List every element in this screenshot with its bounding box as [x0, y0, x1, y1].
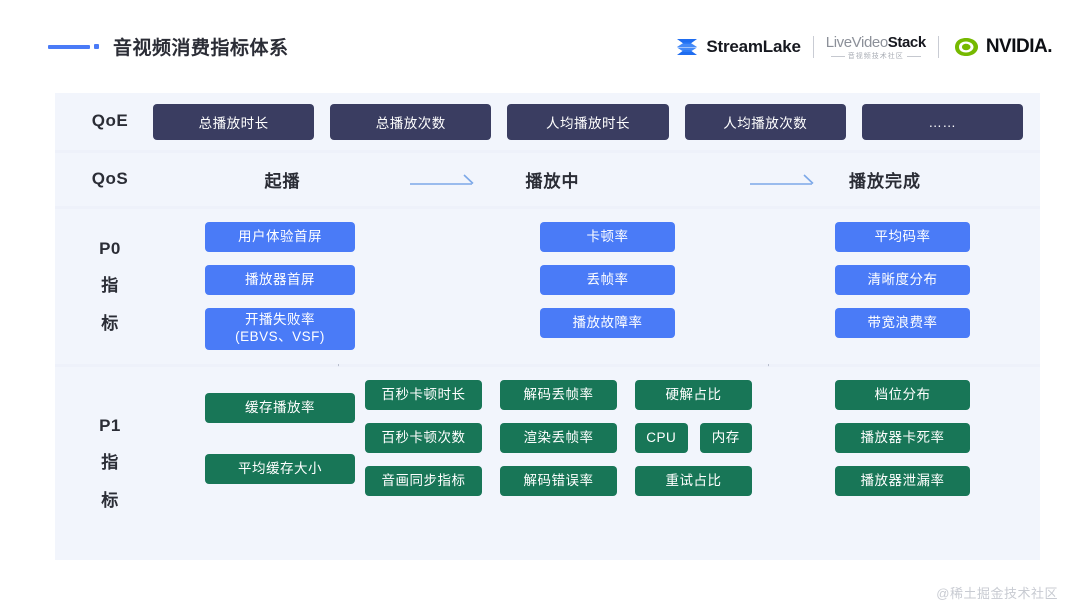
page-header: 音视频消费指标体系 StreamLake LiveVideoStack 音视频技…	[0, 0, 1080, 88]
stage-arrow-icon	[750, 174, 814, 185]
p0-metric-box[interactable]: 用户体验首屏	[205, 222, 355, 252]
qoe-row: QoE 总播放时长 总播放次数 人均播放时长 人均播放次数 ……	[55, 93, 1040, 150]
nvidia-wordmark: NVIDIA.	[985, 36, 1053, 57]
p1-metric-box[interactable]: 播放器卡死率	[835, 423, 970, 453]
p1-metric-box[interactable]: 硬解占比	[635, 380, 752, 410]
p0-column-complete: 平均码率 清晰度分布 带宽浪费率	[835, 222, 970, 338]
lvs-l-mark: L	[825, 33, 834, 51]
livevideostack-subtitle-row: 音视频技术社区	[830, 52, 921, 60]
p1-column-start: 缓存播放率 平均缓存大小	[205, 393, 355, 484]
qos-row-label: QoS	[91, 169, 129, 189]
p1-metric-box[interactable]: 解码错误率	[500, 466, 617, 496]
qoe-metric-box-more[interactable]: ……	[861, 104, 1024, 140]
p0-row: P0 指 标 用户体验首屏 播放器首屏 开播失败率 (EBVS、VSF) 卡顿率…	[55, 209, 1040, 364]
p1-metric-box[interactable]: 百秒卡顿次数	[365, 423, 482, 453]
accent-bar	[48, 44, 90, 49]
qoe-metric-box[interactable]: 人均播放时长	[507, 104, 669, 140]
stage-arrow-icon	[410, 174, 474, 185]
p1-metric-box[interactable]: 重试占比	[635, 466, 752, 496]
qoe-row-label: QoE	[91, 111, 129, 131]
p0-column-start: 用户体验首屏 播放器首屏 开播失败率 (EBVS、VSF)	[205, 222, 355, 350]
p1-metric-box[interactable]: 解码丢帧率	[500, 380, 617, 410]
page-title: 音视频消费指标体系	[113, 38, 289, 59]
qoe-metric-box[interactable]: 总播放时长	[153, 104, 315, 140]
p1-label-line: 指	[101, 453, 119, 473]
p0-metric-box[interactable]: 播放器首屏	[205, 265, 355, 295]
accent-dot	[94, 44, 99, 49]
livevideostack-logo: LiveVideoStack 音视频技术社区	[826, 35, 926, 60]
p1-metric-box[interactable]: 档位分布	[835, 380, 970, 410]
p0-label-line: 标	[101, 313, 119, 333]
metrics-panel: QoE 总播放时长 总播放次数 人均播放时长 人均播放次数 …… QoS 起播 …	[55, 93, 1040, 560]
p0-row-label: P0 指 标	[55, 209, 165, 364]
p0-metric-box[interactable]: 清晰度分布	[835, 265, 970, 295]
p1-metric-box-memory[interactable]: 内存	[699, 423, 752, 453]
p1-metric-box[interactable]: 百秒卡顿时长	[365, 380, 482, 410]
p1-label-line: P1	[99, 415, 121, 435]
logo-group: StreamLake LiveVideoStack 音视频技术社区 NVIDIA…	[674, 30, 1053, 64]
logo-divider-1	[812, 36, 814, 58]
p1-metric-box[interactable]: 音画同步指标	[365, 466, 482, 496]
qos-row: QoS 起播 播放中 播放完成	[55, 153, 1040, 206]
p1-column-complete: 档位分布 播放器卡死率 播放器泄漏率	[835, 380, 970, 496]
qos-stage-complete: 播放完成	[849, 172, 921, 191]
p1-row: P1 指 标 缓存播放率 平均缓存大小 百秒卡顿时长 百秒卡顿次数 音画同步指标…	[55, 367, 1040, 560]
qoe-metric-box[interactable]: 总播放次数	[330, 104, 492, 140]
p1-metric-box[interactable]: 平均缓存大小	[205, 454, 355, 484]
lvs-bold-text: Stack	[887, 33, 926, 51]
nvidia-eye-icon	[954, 38, 978, 56]
livevideostack-subtitle: 音视频技术社区	[847, 52, 904, 60]
p0-metric-box[interactable]: 播放故障率	[540, 308, 675, 338]
streamlake-mark-icon	[677, 39, 698, 55]
p0-column-playing: 卡顿率 丢帧率 播放故障率	[540, 222, 675, 338]
watermark: @稀土掘金技术社区	[936, 586, 1058, 601]
streamlake-logo: StreamLake	[674, 36, 801, 58]
qoe-box-group: 总播放时长 总播放次数 人均播放时长 人均播放次数 ……	[153, 104, 1024, 140]
p0-metric-box-multiline[interactable]: 开播失败率 (EBVS、VSF)	[205, 308, 355, 350]
p1-metric-pair: CPU 内存	[635, 423, 752, 453]
p1-metric-box[interactable]: 播放器泄漏率	[835, 466, 970, 496]
logo-divider-2	[937, 36, 939, 58]
subtitle-rule-right	[906, 55, 921, 57]
title-accent-bar	[48, 44, 99, 49]
p0-label-line: P0	[99, 238, 121, 258]
qos-stage-playing: 播放中	[525, 172, 580, 191]
p1-metric-box-cpu[interactable]: CPU	[635, 423, 688, 453]
p1-row-label: P1 指 标	[55, 367, 165, 560]
qos-stage-start: 起播	[264, 172, 301, 191]
lvs-main-text: iveVideo	[833, 33, 888, 51]
p0-label-line: 指	[101, 276, 119, 296]
p0-metric-box[interactable]: 丢帧率	[540, 265, 675, 295]
streamlake-wordmark: StreamLake	[706, 37, 801, 56]
p1-column-playing-a: 百秒卡顿时长 百秒卡顿次数 音画同步指标	[365, 380, 482, 496]
p1-column-playing-c: 硬解占比 CPU 内存 重试占比	[635, 380, 752, 496]
p1-label-line: 标	[101, 490, 119, 510]
subtitle-rule-left	[830, 55, 845, 57]
p0-metric-box[interactable]: 带宽浪费率	[835, 308, 970, 338]
qoe-metric-box[interactable]: 人均播放次数	[684, 104, 846, 140]
livevideostack-wordmark: LiveVideoStack	[826, 35, 926, 50]
p1-metric-box[interactable]: 缓存播放率	[205, 393, 355, 423]
p0-metric-box[interactable]: 卡顿率	[540, 222, 675, 252]
p0-metric-box[interactable]: 平均码率	[835, 222, 970, 252]
p1-metric-box[interactable]: 渲染丢帧率	[500, 423, 617, 453]
p1-column-playing-b: 解码丢帧率 渲染丢帧率 解码错误率	[500, 380, 617, 496]
nvidia-logo: NVIDIA.	[951, 36, 1053, 58]
